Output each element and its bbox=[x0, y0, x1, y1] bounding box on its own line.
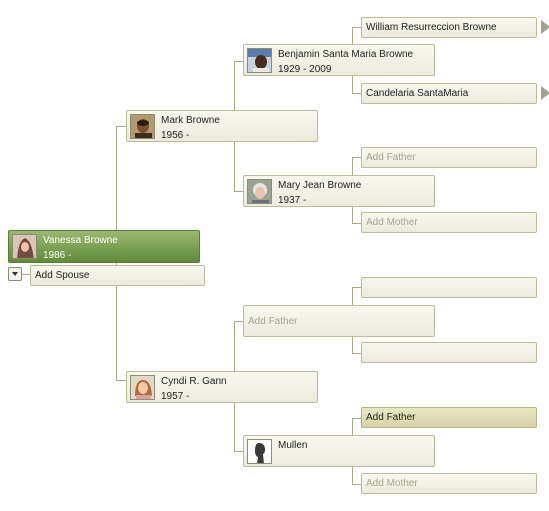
person-name: William Resurreccion Browne bbox=[366, 22, 497, 33]
connector-line bbox=[234, 191, 243, 192]
person-photo bbox=[130, 375, 155, 400]
triangle-right-icon[interactable] bbox=[541, 86, 549, 100]
add-father-button[interactable]: Add Father bbox=[361, 407, 537, 428]
add-maternal-grandfather-button[interactable]: Add Father bbox=[243, 305, 435, 337]
person-photo bbox=[12, 234, 37, 259]
person-years: 1929 - 2009 bbox=[278, 64, 332, 75]
person-years: 1986 - bbox=[43, 250, 72, 261]
chevron-down-icon[interactable] bbox=[8, 267, 22, 281]
maternal-grandmother-card[interactable]: Mullen bbox=[243, 435, 435, 467]
triangle-right-icon[interactable] bbox=[541, 20, 549, 34]
great-grandfather-card[interactable]: William Resurreccion Browne bbox=[361, 17, 537, 38]
connector-line bbox=[352, 484, 361, 485]
connector-line bbox=[352, 353, 361, 354]
person-name: Cyndi R. Gann bbox=[161, 376, 227, 387]
person-name: Mark Browne bbox=[161, 115, 220, 126]
person-years: 1937 - bbox=[278, 195, 307, 206]
connector-line bbox=[352, 93, 361, 94]
person-years: 1957 - bbox=[161, 391, 190, 402]
father-card[interactable]: Mark Browne 1956 - bbox=[126, 110, 318, 142]
great-grandmother-card[interactable]: Candelaria SantaMaria bbox=[361, 83, 537, 104]
add-father-label: Add Father bbox=[366, 412, 416, 423]
add-spouse-label: Add Spouse bbox=[35, 270, 90, 281]
connector-line bbox=[352, 287, 361, 288]
add-father-button[interactable]: Add Father bbox=[361, 147, 537, 168]
root-person-card[interactable]: Vanessa Browne 1986 - bbox=[8, 230, 200, 263]
person-photo bbox=[247, 48, 272, 73]
add-father-label: Add Father bbox=[366, 152, 416, 163]
connector-line bbox=[116, 380, 126, 381]
add-father-label: Add Father bbox=[248, 316, 298, 327]
connector-line bbox=[352, 418, 361, 419]
mother-card[interactable]: Cyndi R. Gann 1957 - bbox=[126, 371, 318, 403]
add-spouse-button[interactable]: Add Spouse bbox=[30, 265, 205, 286]
person-name: Benjamin Santa Maria Browne bbox=[278, 49, 414, 60]
connector-line bbox=[352, 27, 361, 28]
person-name: Candelaria SantaMaria bbox=[366, 88, 469, 99]
connector-line bbox=[234, 61, 243, 62]
empty-ancestor-slot[interactable] bbox=[361, 342, 537, 363]
person-years: 1956 - bbox=[161, 130, 190, 141]
person-photo bbox=[247, 179, 272, 204]
person-name: Vanessa Browne bbox=[43, 235, 118, 246]
connector-line bbox=[22, 274, 30, 275]
person-name: Mullen bbox=[278, 440, 308, 451]
add-mother-button[interactable]: Add Mother bbox=[361, 473, 537, 494]
person-photo bbox=[130, 114, 155, 139]
paternal-grandfather-card[interactable]: Benjamin Santa Maria Browne 1929 - 2009 bbox=[243, 44, 435, 76]
connector-line bbox=[116, 126, 126, 127]
paternal-grandmother-card[interactable]: Mary Jean Browne 1937 - bbox=[243, 175, 435, 207]
connector-line bbox=[234, 321, 243, 322]
connector-line bbox=[352, 157, 361, 158]
add-mother-button[interactable]: Add Mother bbox=[361, 212, 537, 233]
add-mother-label: Add Mother bbox=[366, 478, 418, 489]
person-name: Mary Jean Browne bbox=[278, 180, 362, 191]
connector-line bbox=[234, 451, 243, 452]
person-silhouette-icon bbox=[247, 439, 272, 464]
connector-line bbox=[352, 223, 361, 224]
add-mother-label: Add Mother bbox=[366, 217, 418, 228]
empty-ancestor-slot[interactable] bbox=[361, 277, 537, 298]
